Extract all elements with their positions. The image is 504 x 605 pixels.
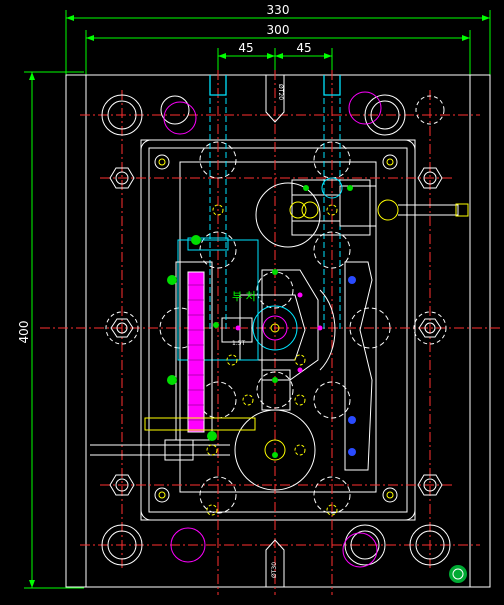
corner-badge-icon <box>449 565 467 583</box>
zone-tag: 1.5T <box>232 340 246 347</box>
insert-bar-hatch <box>188 284 204 421</box>
support-pillars <box>206 204 338 516</box>
cam-profile <box>319 261 373 471</box>
top-slot-label: ØT20 <box>277 84 284 100</box>
inlet-ports <box>209 75 341 96</box>
cooling-channels <box>177 80 341 361</box>
plate-outlines <box>65 74 491 588</box>
guide-bushings <box>101 91 451 568</box>
green-fittings <box>167 185 353 458</box>
slide-block <box>289 177 469 236</box>
dimension-arrows <box>29 15 490 588</box>
center-lines <box>40 70 500 595</box>
dim-pitch-right: 45 <box>296 41 311 55</box>
blue-markers <box>348 276 356 456</box>
bottom-slot <box>265 539 285 587</box>
return-pins <box>154 154 398 503</box>
dim-pitch-left: 45 <box>238 41 253 55</box>
runner-rod <box>90 417 256 461</box>
dim-overall-height: 400 <box>17 321 31 344</box>
side-note: 부 처 <box>232 290 256 303</box>
dim-overall-width: 330 <box>267 3 290 17</box>
bottom-slot-label: ØT30 <box>271 562 278 578</box>
top-slot <box>265 75 285 123</box>
insert-bar <box>187 271 205 433</box>
dimension-lines <box>24 10 491 589</box>
small-pins-magenta <box>235 292 323 373</box>
dim-inner-width: 300 <box>267 23 290 37</box>
left-guide-frame <box>175 261 213 441</box>
hex-bolts <box>109 167 443 496</box>
sprue-gate <box>221 182 321 491</box>
